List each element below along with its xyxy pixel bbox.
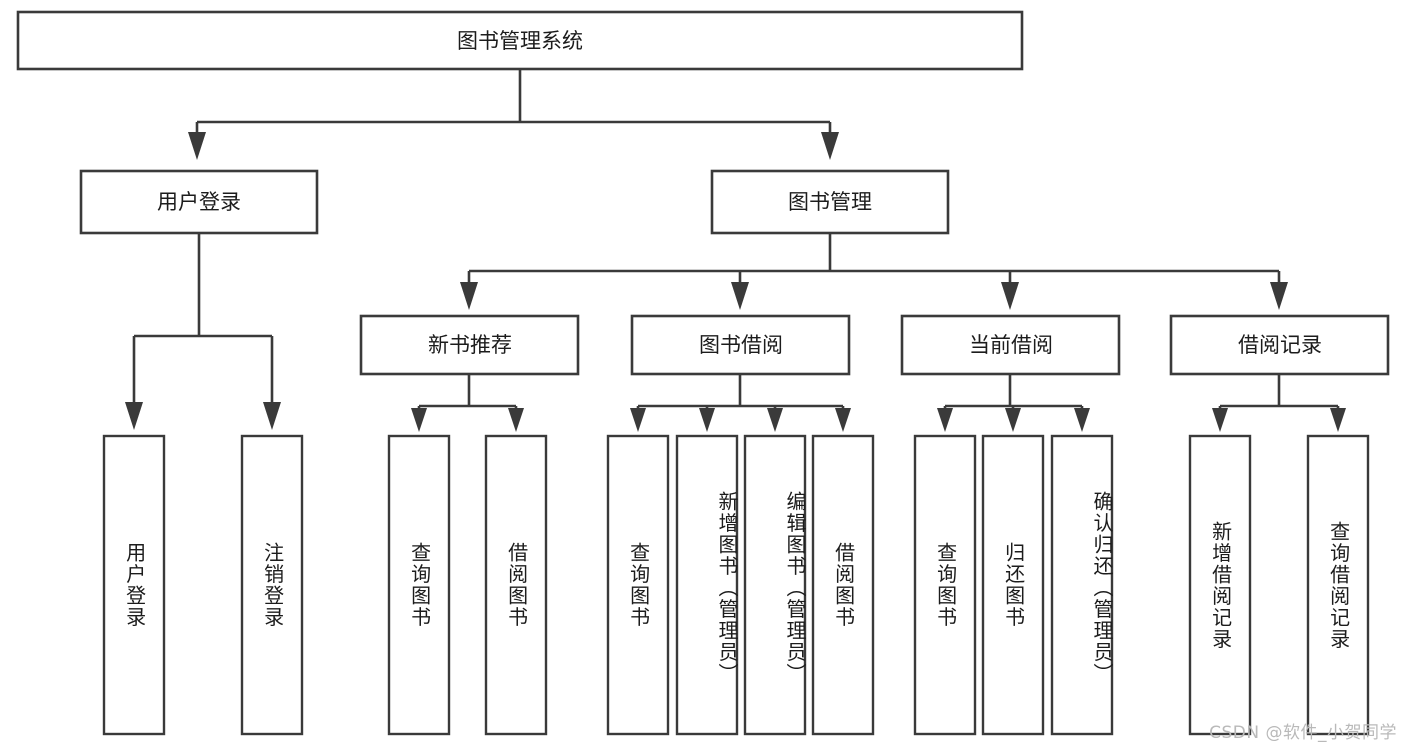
watermark-text: CSDN @软件_小贺同学 — [1209, 723, 1397, 743]
node-new-book-recommend-label: 新书推荐 — [428, 333, 512, 357]
arrow-head-leaf-user-login — [125, 402, 143, 430]
leaf-query-book-current-box[interactable] — [913, 434, 977, 736]
node-book-borrow-label: 图书借阅 — [699, 333, 783, 357]
arrow-head-leaf-borrow-book — [835, 408, 851, 432]
leaf-add-book-admin-box[interactable] — [675, 434, 739, 736]
node-root-label: 图书管理系统 — [457, 29, 583, 53]
connector-group-book-borrow — [630, 374, 851, 432]
arrow-head-current-borrow — [1001, 282, 1019, 310]
leaf-add-borrow-record-box[interactable] — [1188, 434, 1252, 736]
arrow-head-leaf-confirm-return-admin — [1074, 408, 1090, 432]
arrow-head-borrow-record — [1270, 282, 1288, 310]
node-book-management-box[interactable] — [710, 169, 950, 235]
node-root[interactable]: 图书管理系统 — [16, 10, 1024, 71]
arrow-head-book-management — [821, 132, 839, 160]
arrow-head-book-borrow — [731, 282, 749, 310]
leaf-edit-book-admin-box[interactable] — [743, 434, 807, 736]
arrow-head-user-login — [188, 132, 206, 160]
node-book-borrow[interactable]: 图书借阅 — [630, 314, 851, 376]
connector-group-new-book-recommend — [411, 374, 524, 432]
leaf-query-borrow-record-box[interactable] — [1306, 434, 1370, 736]
arrow-head-leaf-borrow-book-recommend — [508, 408, 524, 432]
node-current-borrow-label: 当前借阅 — [969, 333, 1053, 357]
leaf-boxes-group — [102, 434, 1370, 736]
arrow-head-leaf-logout-login — [263, 402, 281, 430]
arrow-head-leaf-query-borrow-record — [1330, 408, 1346, 432]
node-new-book-recommend-box[interactable] — [359, 314, 580, 376]
leaf-query-book-recommend-box[interactable] — [387, 434, 451, 736]
node-book-borrow-box[interactable] — [630, 314, 851, 376]
node-user-login-box[interactable] — [79, 169, 319, 235]
arrow-head-leaf-query-book-borrow — [630, 408, 646, 432]
leaf-user-login-box[interactable] — [102, 434, 166, 736]
node-book-management-label: 图书管理 — [788, 190, 872, 214]
connector-group-borrow-record — [1212, 374, 1346, 432]
leaf-borrow-book-box[interactable] — [811, 434, 875, 736]
leaf-return-book-box[interactable] — [981, 434, 1045, 736]
arrow-head-leaf-add-borrow-record — [1212, 408, 1228, 432]
node-user-login-label: 用户登录 — [157, 190, 241, 214]
leaf-logout-login-box[interactable] — [240, 434, 304, 736]
node-user-login[interactable]: 用户登录 — [79, 169, 319, 235]
arrow-head-leaf-add-book-admin — [699, 408, 715, 432]
arrow-head-leaf-edit-book-admin — [767, 408, 783, 432]
arrow-head-leaf-query-book-recommend — [411, 408, 427, 432]
arrow-head-leaf-query-book-current — [937, 408, 953, 432]
connector-group-root — [188, 69, 839, 160]
leaf-query-book-borrow-box[interactable] — [606, 434, 670, 736]
connector-group-current-borrow — [937, 374, 1090, 432]
node-book-management[interactable]: 图书管理 — [710, 169, 950, 235]
node-borrow-record-label: 借阅记录 — [1238, 333, 1322, 357]
node-current-borrow-box[interactable] — [900, 314, 1121, 376]
arrow-head-leaf-return-book — [1005, 408, 1021, 432]
node-new-book-recommend[interactable]: 新书推荐 — [359, 314, 580, 376]
leaf-confirm-return-admin-box[interactable] — [1050, 434, 1114, 736]
node-root-box[interactable] — [16, 10, 1024, 71]
connector-group-book-management — [460, 233, 1288, 310]
node-borrow-record[interactable]: 借阅记录 — [1169, 314, 1390, 376]
leaf-borrow-book-recommend-box[interactable] — [484, 434, 548, 736]
node-borrow-record-box[interactable] — [1169, 314, 1390, 376]
connector-group-user-login — [125, 233, 281, 430]
arrow-head-new-book-recommend — [460, 282, 478, 310]
node-current-borrow[interactable]: 当前借阅 — [900, 314, 1121, 376]
